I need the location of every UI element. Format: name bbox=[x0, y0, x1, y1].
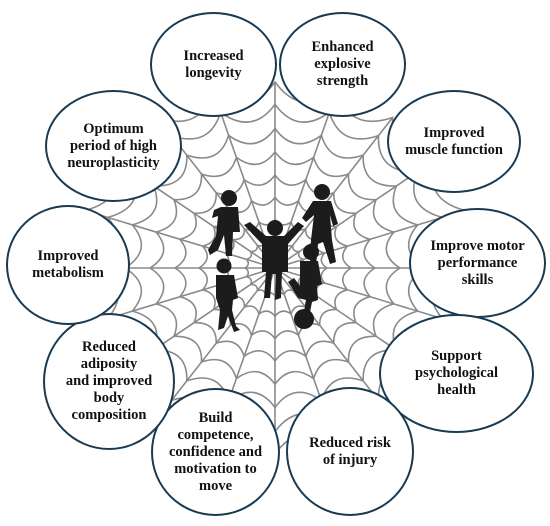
child-silhouette bbox=[208, 190, 240, 256]
benefit-label: Enhanced explosive strength bbox=[311, 39, 374, 89]
web-ring bbox=[243, 238, 306, 298]
benefit-optimum-neuroplasticity: Optimum period of high neuroplasticity bbox=[45, 90, 182, 202]
benefit-build-competence: Build competence, confidence and motivat… bbox=[151, 388, 280, 516]
benefit-label: Improved muscle function bbox=[405, 124, 503, 158]
benefit-increased-longevity: Increased longevity bbox=[150, 12, 277, 117]
child-silhouette bbox=[288, 244, 322, 329]
benefit-improved-metabolism: Improved metabolism bbox=[6, 205, 130, 325]
benefit-label: Optimum period of high neuroplasticity bbox=[67, 120, 160, 171]
benefit-label: Improve motor performance skills bbox=[430, 237, 525, 288]
child-silhouette bbox=[244, 220, 304, 300]
benefit-label: Improved metabolism bbox=[32, 248, 104, 281]
benefit-label: Build competence, confidence and motivat… bbox=[168, 409, 263, 494]
benefit-improved-muscle-function: Improved muscle function bbox=[387, 90, 521, 193]
benefit-label: Increased longevity bbox=[183, 47, 244, 81]
benefit-support-psychological-health: Support psychological health bbox=[379, 314, 534, 433]
benefit-label: Reduced risk of injury bbox=[309, 434, 391, 468]
children-silhouettes-icon bbox=[208, 184, 338, 332]
benefit-enhanced-explosive-strength: Enhanced explosive strength bbox=[279, 12, 406, 117]
benefit-reduced-risk-of-injury: Reduced risk of injury bbox=[286, 387, 414, 516]
web-ring bbox=[148, 150, 401, 386]
benefit-label: Reduced adiposity and improved body comp… bbox=[65, 339, 153, 423]
benefit-improve-motor-performance: Improve motor performance skills bbox=[409, 208, 546, 318]
benefit-reduced-adiposity: Reduced adiposity and improved body comp… bbox=[43, 313, 175, 450]
child-silhouette bbox=[216, 258, 240, 332]
benefit-label: Support psychological health bbox=[415, 348, 498, 398]
